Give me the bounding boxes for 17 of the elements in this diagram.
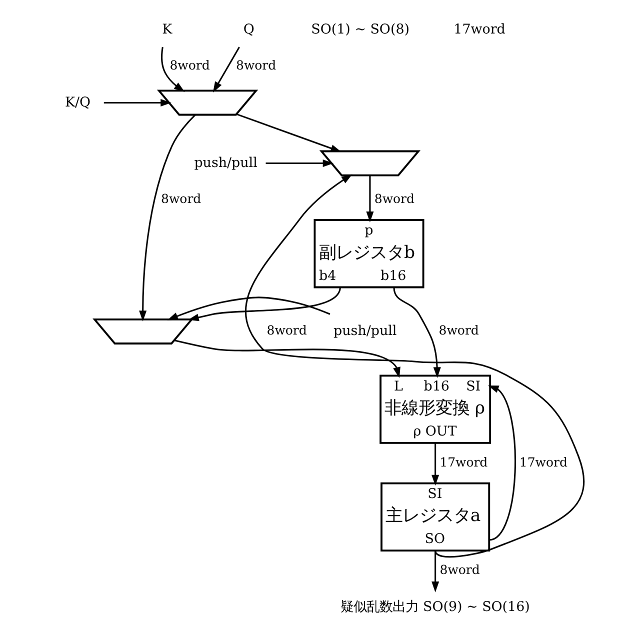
edge-label: 8word	[439, 562, 480, 578]
edge-label: 8word	[236, 57, 276, 72]
node-text: Q	[242, 22, 254, 38]
label: SO(1) ~ SO(8)	[310, 22, 410, 38]
node-text: K/Q	[64, 95, 90, 110]
edge-label: 8word	[438, 322, 478, 338]
edge-label: 8word	[169, 57, 210, 72]
edge-label: 8word	[266, 322, 306, 338]
node-text: 疑似乱数出力 SO(9) ~ SO(16)	[340, 600, 530, 615]
node-text: push/pull	[333, 324, 396, 340]
edge-label: 17word	[518, 454, 567, 470]
label: 17word	[453, 22, 505, 38]
edge-label: 17word	[439, 454, 488, 470]
node-text: K	[162, 22, 172, 38]
edge-label: 8word	[374, 191, 414, 206]
node-text: push/pull	[194, 156, 257, 171]
edge-label: 8word	[160, 191, 201, 206]
